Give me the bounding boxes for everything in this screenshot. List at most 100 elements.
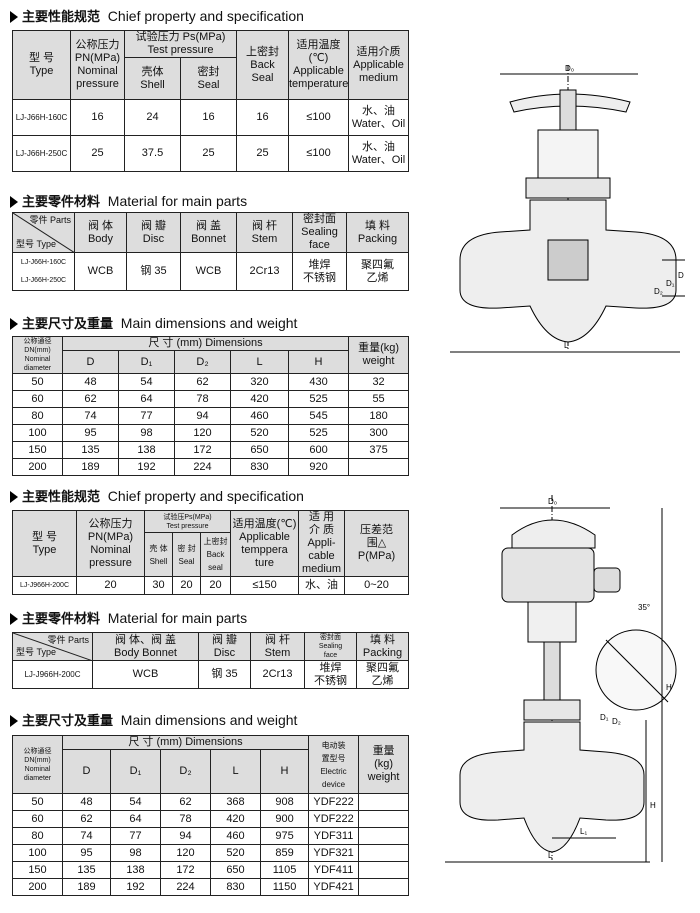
table-cell: 172: [174, 441, 231, 459]
table-cell: 64: [110, 810, 161, 828]
table-cell: 600: [287, 441, 350, 459]
table-cell: [358, 810, 410, 828]
table-cell: 900: [259, 810, 310, 828]
section-title-material-2: 主要零件材料 Material for main parts: [10, 608, 247, 627]
table-cell: 64: [118, 390, 175, 408]
electric-valve-drawing: D₀ 35° D₁ D₂ H H L₁ L: [445, 495, 677, 863]
label-l: L: [548, 851, 553, 860]
label-d2: D₂: [612, 717, 621, 726]
header-test-pressure: 试验压力 Ps(MPa)Test pressure: [124, 30, 237, 58]
table-cell: YDF311: [308, 827, 360, 845]
table-cell: 62: [160, 793, 211, 811]
table-cell: 62: [174, 373, 231, 391]
table-cell: 172: [160, 861, 211, 879]
label-angle: 35°: [638, 603, 650, 612]
table-cell: [358, 861, 410, 879]
table-cell: 368: [210, 793, 261, 811]
table-cell: 120: [160, 844, 211, 862]
table-cell: 420: [210, 810, 261, 828]
table-cell: 375: [348, 441, 410, 459]
label-h: H: [666, 683, 672, 692]
table-cell: 95: [62, 424, 119, 442]
table-cell: 920: [287, 458, 350, 476]
table-cell: 77: [110, 827, 161, 845]
table-cell: 98: [110, 844, 161, 862]
table-cell: 224: [160, 878, 211, 896]
label-d0: D₀: [565, 64, 574, 73]
table-cell: 78: [174, 390, 231, 408]
table-cell: 430: [287, 373, 350, 391]
table-cell: 54: [110, 793, 161, 811]
table-cell: 135: [62, 441, 119, 459]
table-cell: 908: [259, 793, 310, 811]
table-cell: 32: [348, 373, 410, 391]
table-cell: 520: [210, 844, 261, 862]
table-cell: 50: [12, 373, 63, 391]
table-cell: [358, 793, 410, 811]
table-cell: 48: [62, 793, 111, 811]
table-cell: YDF222: [308, 793, 360, 811]
table-cell: [358, 844, 410, 862]
table-cell: 77: [118, 407, 175, 425]
section-title-dimensions-2: 主要尺寸及重量 Main dimensions and weight: [10, 710, 297, 729]
table-cell: 650: [210, 861, 261, 879]
table-cell: 200: [12, 458, 63, 476]
table-cell: 200: [12, 878, 63, 896]
table-cell: YDF411: [308, 861, 360, 879]
label-d1: D₁: [600, 713, 609, 722]
section-title-spec-2: 主要性能规范 Chief property and specification: [10, 486, 304, 505]
triangle-bullet-icon: [10, 491, 18, 504]
table-cell: 100: [12, 844, 63, 862]
table-cell: 150: [12, 861, 63, 879]
table-cell: 74: [62, 827, 111, 845]
table-cell: 1150: [259, 878, 310, 896]
table-cell: 74: [62, 407, 119, 425]
table-cell: [358, 878, 410, 896]
table-cell: 189: [62, 458, 119, 476]
table-cell: 60: [12, 810, 63, 828]
table-cell: 54: [118, 373, 175, 391]
table-cell: 192: [118, 458, 175, 476]
table-cell: 189: [62, 878, 111, 896]
table-cell: 62: [62, 390, 119, 408]
table-cell: 80: [12, 827, 63, 845]
table-cell: 859: [259, 844, 310, 862]
table-cell: 180: [348, 407, 410, 425]
table-cell: [358, 827, 410, 845]
table-cell: 1105: [259, 861, 310, 879]
table-cell: 525: [287, 390, 350, 408]
table-cell: 94: [174, 407, 231, 425]
label-d: D: [678, 271, 684, 280]
table-cell: 62: [62, 810, 111, 828]
table-cell: 525: [287, 424, 350, 442]
table-cell: 192: [110, 878, 161, 896]
label-h: H: [650, 801, 656, 810]
table-cell: 138: [118, 441, 175, 459]
table-cell: 78: [160, 810, 211, 828]
table-cell: 460: [230, 407, 289, 425]
table-cell: 150: [12, 441, 63, 459]
table-cell: 520: [230, 424, 289, 442]
